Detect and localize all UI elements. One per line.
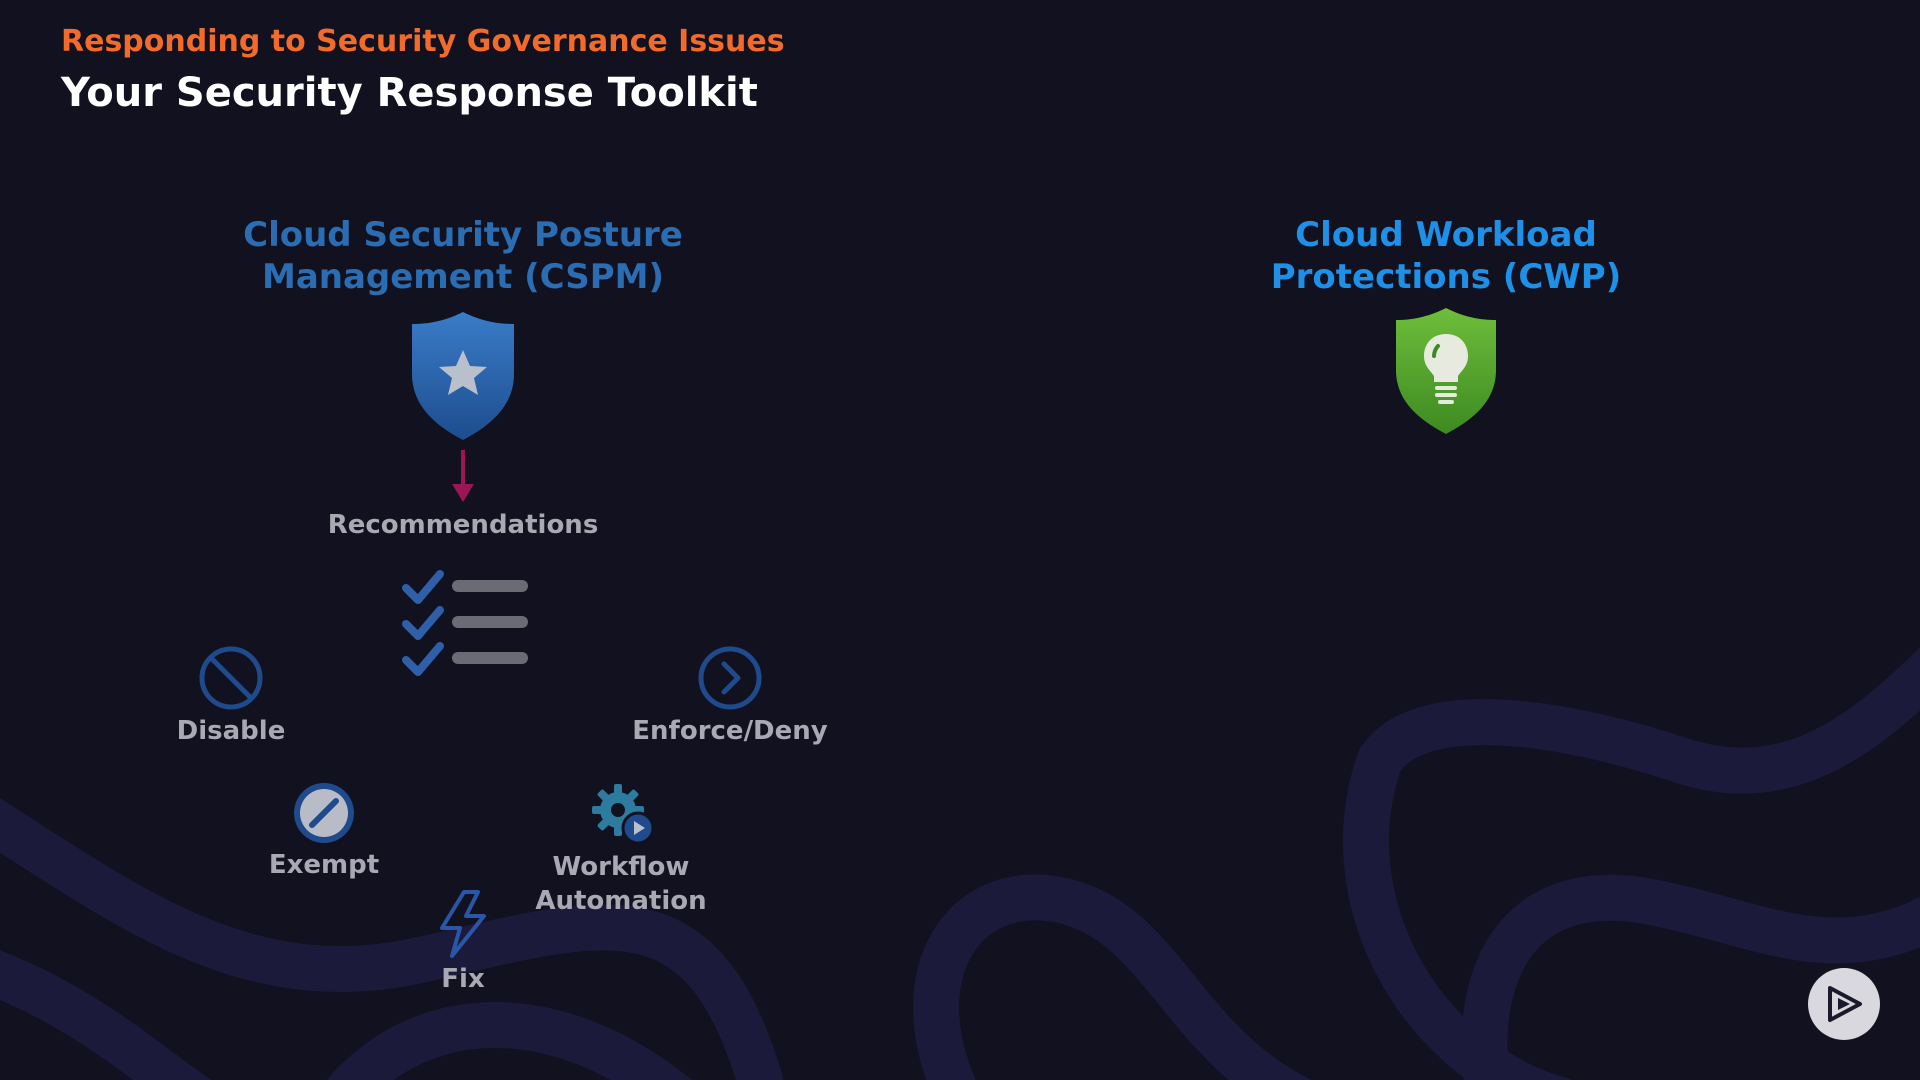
play-logo-icon [1828, 986, 1862, 1022]
arrow-down-icon [452, 450, 474, 502]
exempt-icon [294, 783, 354, 843]
exempt-label: Exempt [268, 850, 380, 880]
cspm-title-line2: Management (CSPM) [261, 257, 664, 297]
page-title: Your Security Response Toolkit [61, 70, 758, 116]
workflow-automation-action[interactable] [590, 782, 658, 850]
lightning-bolt-icon [440, 890, 486, 958]
fix-label: Fix [441, 964, 485, 994]
enforce-deny-label: Enforce/Deny [632, 716, 828, 746]
exempt-action[interactable] [291, 780, 357, 850]
chevron-right-circle-icon [698, 646, 762, 710]
cwp-title-line1: Cloud Workload [1295, 215, 1597, 255]
cwp-title-line2: Protections (CWP) [1270, 257, 1622, 297]
workflow-label-line2: Automation [535, 886, 707, 916]
cwp-heading: Cloud Workload Protections (CWP) [1166, 214, 1726, 298]
disable-action[interactable] [198, 645, 264, 715]
checklist-icon [402, 570, 528, 676]
disable-label: Disable [176, 716, 286, 746]
enforce-deny-action[interactable] [697, 645, 763, 715]
recommendations-label: Recommendations [327, 510, 599, 540]
shield-lightbulb-icon [1396, 308, 1496, 434]
presenter-play-button[interactable] [1808, 968, 1880, 1040]
workflow-automation-label: Workflow Automation [521, 850, 721, 918]
disable-icon [199, 646, 263, 710]
workflow-label-line1: Workflow [552, 852, 690, 882]
gear-play-icon [592, 784, 655, 845]
fix-action[interactable] [434, 890, 490, 962]
cspm-heading: Cloud Security Posture Management (CSPM) [183, 214, 743, 298]
section-eyebrow: Responding to Security Governance Issues [61, 24, 785, 59]
shield-star-icon [412, 312, 514, 440]
cspm-title-line1: Cloud Security Posture [243, 215, 683, 255]
